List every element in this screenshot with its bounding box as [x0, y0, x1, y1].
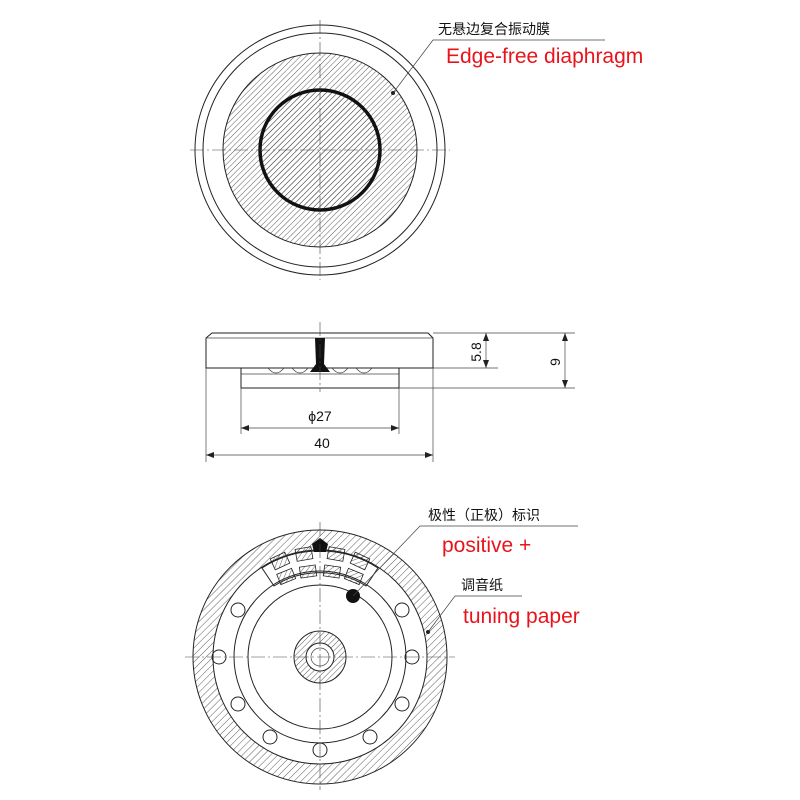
diaphragm-leader-dot	[391, 91, 395, 95]
bottom-view: 极性（正极）标识 positive + 调音纸 tuning paper	[185, 508, 580, 790]
polarity-label-en: positive +	[442, 534, 531, 557]
diaphragm-label-en: Edge-free diaphragm	[446, 45, 643, 68]
dim-height-total: 9	[547, 358, 563, 366]
polarity-leader-line	[352, 525, 578, 597]
top-view: 无悬边复合振动膜 Edge-free diaphragm	[190, 20, 643, 280]
side-view: 5.8 9 ϕ27 40	[205, 322, 575, 462]
diaphragm-label-cn: 无悬边复合振动膜	[438, 21, 550, 38]
dim-height-inner: 5.8	[468, 342, 484, 362]
polarity-label-cn: 极性（正极）标识	[428, 508, 540, 524]
tuning-label-en: tuning paper	[463, 605, 580, 628]
tuning-paper-vents	[269, 546, 371, 586]
tuning-label-cn: 调音纸	[461, 577, 503, 594]
diaphragm-leader-line	[392, 39, 605, 94]
dim-outer-diameter: 40	[314, 435, 330, 451]
tuning-leader-line	[427, 595, 522, 633]
dim-inner-diameter: ϕ27	[308, 408, 332, 424]
